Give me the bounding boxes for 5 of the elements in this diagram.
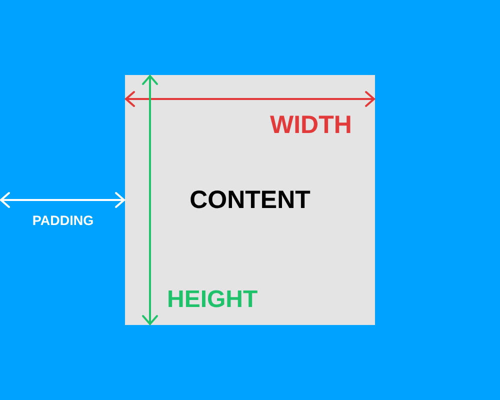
height-label: HEIGHT [167,288,258,312]
padding-label: PADDING [32,214,94,228]
width-label: WIDTH [270,113,352,138]
content-box [125,75,375,325]
content-label: CONTENT [190,188,310,212]
